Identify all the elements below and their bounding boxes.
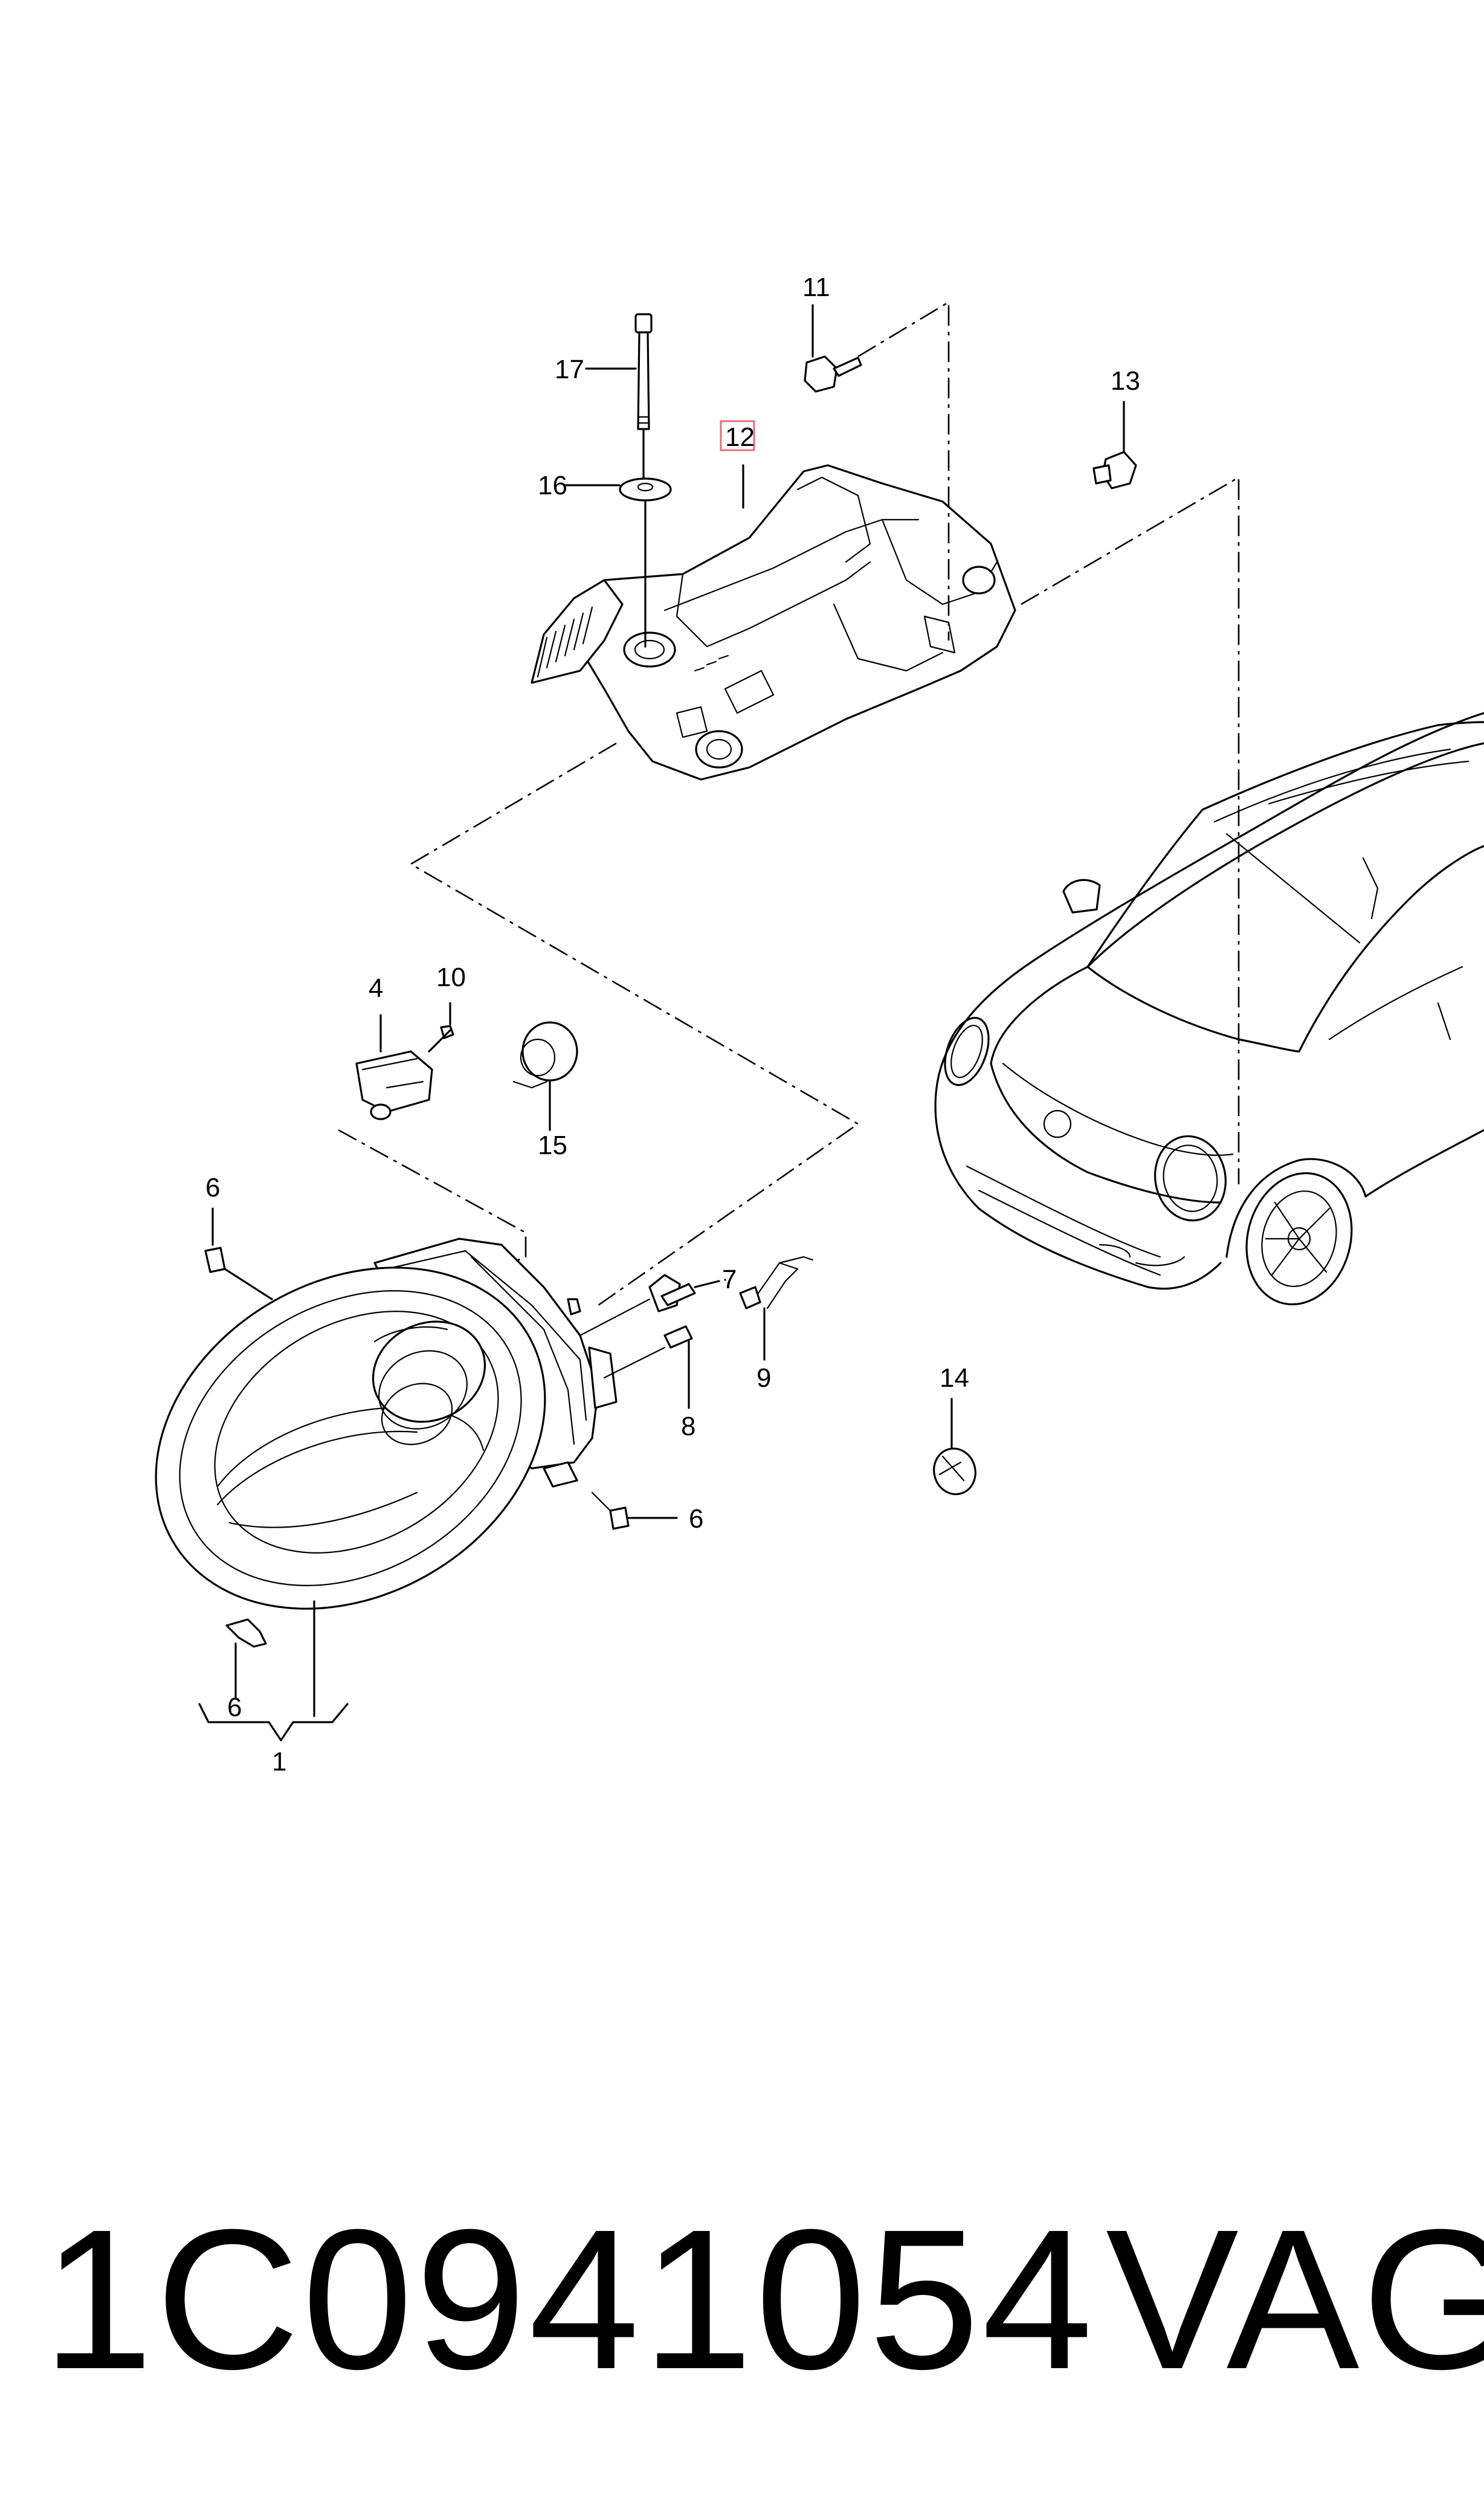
callout-9: 9	[757, 1363, 771, 1393]
bulb-8	[603, 1325, 693, 1409]
callout-13: 13	[1111, 366, 1140, 396]
callout-14: 14	[940, 1363, 969, 1393]
bulb-7	[579, 1274, 720, 1337]
callout-6-top: 6	[205, 1173, 220, 1203]
motor-4	[355, 1014, 433, 1120]
callout-8: 8	[681, 1412, 695, 1441]
screw-10	[428, 1002, 454, 1053]
callout-16: 16	[538, 471, 567, 500]
callout-6-right: 6	[689, 1504, 703, 1534]
callout-6-bottom: 6	[227, 1693, 242, 1722]
clip-6-right	[591, 1491, 678, 1530]
bolt-17	[634, 313, 653, 485]
washer-16	[619, 477, 672, 648]
bulb-9	[739, 1256, 814, 1361]
callout-17: 17	[555, 355, 584, 384]
brand-label: VAG	[1106, 2187, 1484, 2410]
callout-1: 1	[272, 1747, 286, 1777]
clip-6-top	[204, 1207, 273, 1300]
screw-11	[804, 355, 862, 393]
callout-4: 4	[369, 973, 383, 1003]
grommet-14	[933, 1398, 976, 1496]
highlight-box-12	[720, 420, 755, 451]
headlight-assembly	[155, 1238, 618, 1610]
callout-7: 7	[722, 1265, 737, 1294]
headlight-carrier-bracket	[531, 464, 1016, 781]
part-number-label: 1C0941054	[42, 2187, 1095, 2410]
callout-12: 12	[725, 422, 755, 452]
clip-13	[1092, 451, 1137, 489]
adjuster-15	[512, 1021, 578, 1131]
callout-10: 10	[436, 963, 466, 992]
callout-15: 15	[538, 1131, 567, 1160]
clip-6-bottom	[225, 1618, 267, 1699]
vehicle-silhouette	[934, 712, 1484, 1306]
callout-11: 11	[802, 273, 830, 302]
